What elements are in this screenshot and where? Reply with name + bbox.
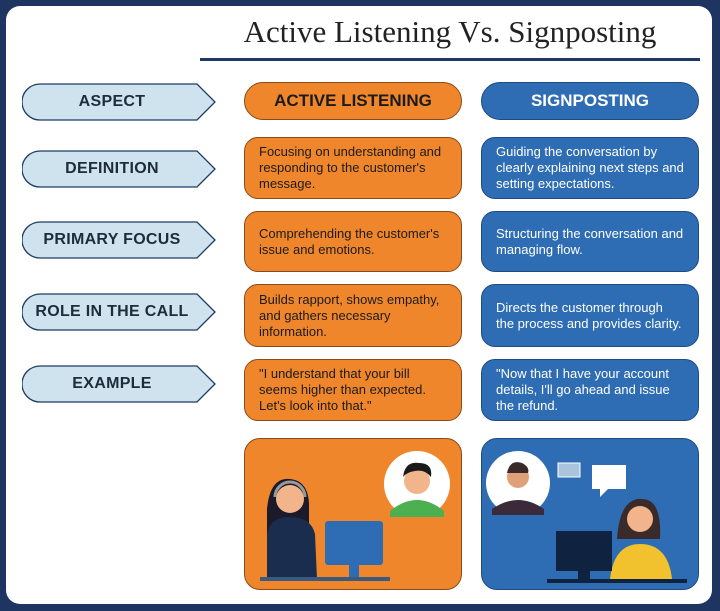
signposting-header: SIGNPOSTING xyxy=(481,82,699,120)
aspect-label: ASPECT xyxy=(22,83,216,121)
signposting-example: "Now that I have your account details, I… xyxy=(481,359,699,421)
signposting-definition: Guiding the conversation by clearly expl… xyxy=(481,137,699,199)
active-listening-role-in-the-call: Builds rapport, shows empathy, and gathe… xyxy=(244,284,462,347)
active-listening-example: "I understand that your bill seems highe… xyxy=(244,359,462,421)
aspect-role-in-the-call: ROLE IN THE CALL xyxy=(22,293,216,331)
aspect-example: EXAMPLE xyxy=(22,365,216,403)
active-listening-primary-focus: Comprehending the customer's issue and e… xyxy=(244,211,462,272)
active-listening-definition: Focusing on understanding and responding… xyxy=(244,137,462,199)
signposting-illustration xyxy=(481,438,699,590)
aspect-primary-focus: PRIMARY FOCUS xyxy=(22,221,216,259)
active-listening-illustration xyxy=(244,438,462,590)
title-underline xyxy=(200,58,700,61)
aspect-definition: DEFINITION xyxy=(22,150,216,188)
active-listening-header: ACTIVE LISTENING xyxy=(244,82,462,120)
signposting-role-in-the-call: Directs the customer through the process… xyxy=(481,284,699,347)
page-title: Active Listening Vs. Signposting xyxy=(243,14,657,49)
signposting-primary-focus: Structuring the conversation and managin… xyxy=(481,211,699,272)
